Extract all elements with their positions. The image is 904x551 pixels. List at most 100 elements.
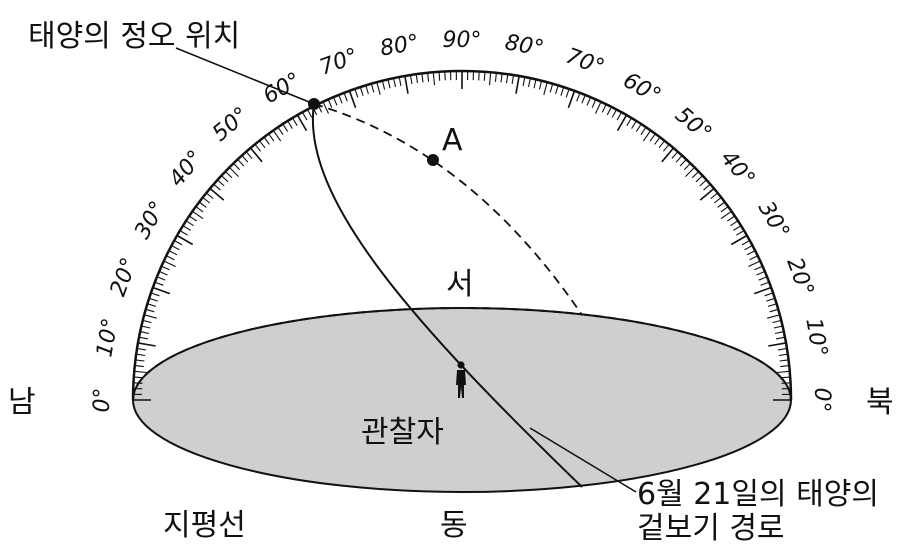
scale-tick [718,202,725,207]
scale-tick [627,118,632,126]
scale-tick [164,261,176,267]
scale-tick [360,87,363,96]
scale-tick [516,76,519,94]
scale-tick [587,97,591,105]
scale-tick [234,163,240,170]
scale-tick [218,180,225,186]
scale-tick [700,180,707,186]
scale-tick [721,211,732,218]
scale-tick [206,193,213,199]
scale-tick [155,282,163,285]
scale-tick [149,298,158,301]
scale-tick [501,74,502,83]
scale-tick [534,79,536,88]
scale-tick [685,167,694,176]
scale-tick [754,288,771,294]
point-a-label: A [442,123,463,158]
scale-tick [153,288,170,294]
sun-noon-point [308,98,320,110]
scale-tick [727,216,735,221]
scale-tick [172,246,180,250]
scale-tick [607,107,611,115]
scale-tick [596,102,602,114]
scale-tick [714,197,721,203]
scale-tick [582,95,585,103]
altitude-label: 60° [619,68,665,109]
scale-tick [141,326,150,328]
scale-tick [780,366,789,367]
scale-tick [484,72,485,81]
scale-tick [696,176,703,182]
scale-tick [169,251,177,255]
scale-tick [416,74,417,83]
scale-tick [766,298,775,301]
scale-tick [388,79,390,88]
scale-tick [333,97,337,105]
scale-tick [617,112,621,120]
scale-tick [529,78,531,87]
scale-tick [774,326,783,328]
scale-tick [700,189,714,201]
horizon-label: 지평선 [163,508,246,543]
scale-tick [225,172,232,178]
scale-tick [210,189,224,201]
scale-tick [782,383,791,384]
scale-tick [780,360,789,361]
scale-tick [632,121,637,129]
scale-tick [183,226,191,231]
scale-tick [495,73,496,82]
scale-tick [650,134,655,141]
scale-tick [199,202,206,207]
scale-tick [680,159,686,166]
scale-tick [144,315,157,318]
scale-tick [166,256,174,260]
scale-tick [377,82,380,95]
horizon-plane [133,308,791,492]
scale-tick [733,226,741,231]
scale-tick [592,99,596,107]
scale-tick [636,124,641,132]
scale-tick [602,104,606,112]
scale-tick [568,91,574,108]
scale-tick [767,315,780,318]
scale-tick [428,73,429,82]
scale-tick [507,74,508,83]
scale-tick [754,266,762,270]
scale-tick [135,366,144,367]
scale-tick [422,74,423,83]
scale-tick [776,337,785,339]
scale-tick [659,141,665,148]
altitude-label: 0° [90,388,115,413]
scale-tick [278,127,283,135]
sun-noon-position-label: 태양의 정오 위치 [28,19,240,54]
scale-tick [328,99,332,107]
scale-tick [238,159,244,166]
scale-tick [759,277,767,280]
scale-tick [655,137,660,144]
scale-tick [773,320,782,322]
scale-tick [662,148,674,162]
scale-tick [323,102,329,114]
altitude-label: 50° [670,103,716,147]
scale-tick [779,354,788,355]
scale-tick [711,193,718,199]
scale-tick [350,91,356,108]
scale-tick [439,72,440,81]
scale-tick [214,184,221,190]
scale-tick [577,93,580,101]
scale-tick [143,320,152,322]
scale-tick [479,72,480,81]
scale-tick [394,78,396,87]
scale-tick [242,156,248,163]
altitude-label: 10° [800,316,831,359]
altitude-label: 30° [753,197,794,243]
west-label: 서 [446,267,474,302]
scale-tick [750,256,758,260]
scale-tick [721,207,728,212]
observer-label: 관찰자 [361,415,444,450]
scale-tick [203,197,210,203]
altitude-label: 40° [715,146,759,192]
scale-tick [251,148,263,162]
scale-tick [308,110,312,118]
